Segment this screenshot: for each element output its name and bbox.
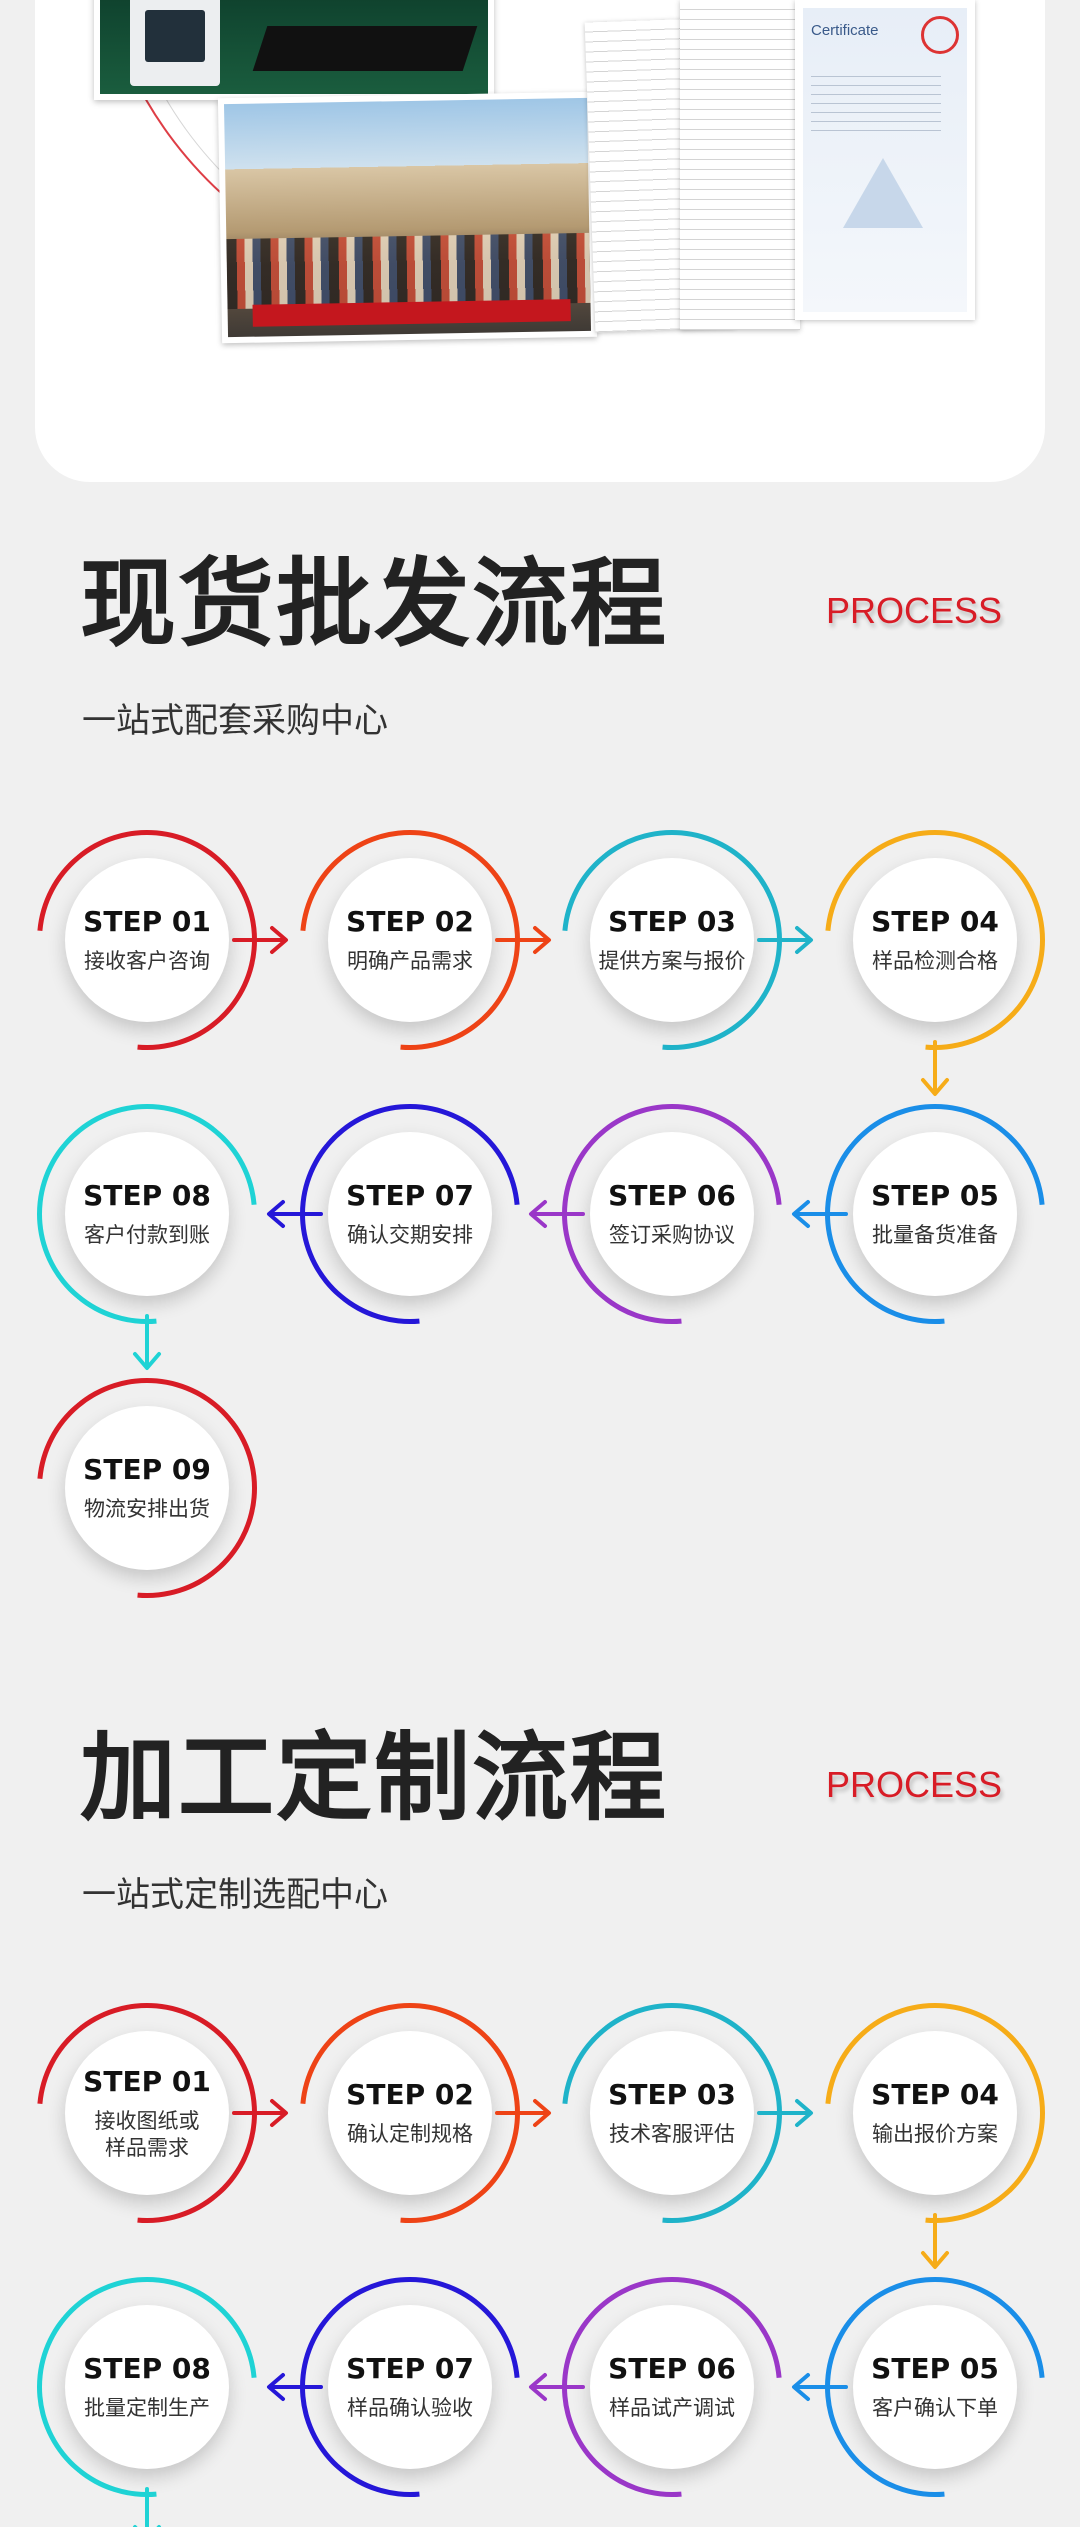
arrow-down-icon bbox=[127, 2487, 167, 2527]
step-number: STEP 01 bbox=[83, 2065, 211, 2099]
step-number: STEP 08 bbox=[83, 2352, 211, 2386]
certificate-logo-icon bbox=[843, 158, 923, 228]
step-label: 确认定制规格 bbox=[347, 2122, 473, 2147]
process-step: STEP 08 客户付款到账 bbox=[0, 1059, 302, 1369]
process-step: STEP 04 样品检测合格 bbox=[780, 785, 1080, 1095]
step-number: STEP 05 bbox=[871, 2352, 999, 2386]
section-title: 现货批发流程 bbox=[80, 548, 668, 660]
certificate-seal-icon bbox=[921, 16, 959, 54]
process-tag: PROCESS bbox=[826, 590, 1003, 631]
step-number: STEP 04 bbox=[871, 2078, 999, 2112]
arrow-right-icon bbox=[757, 920, 817, 960]
step-number: STEP 04 bbox=[871, 905, 999, 939]
step-label: 接收图纸或样品需求 bbox=[94, 2109, 200, 2160]
company-showcase-card: Certificate bbox=[35, 0, 1045, 482]
step-number: STEP 02 bbox=[346, 905, 474, 939]
arrow-right-icon bbox=[232, 920, 292, 960]
step-number: STEP 08 bbox=[83, 1179, 211, 1213]
step-number: STEP 06 bbox=[608, 2352, 736, 2386]
process-step: STEP 02 明确产品需求 bbox=[255, 785, 565, 1095]
arrow-right-icon bbox=[232, 2093, 292, 2133]
process-step: STEP 06 签订采购协议 bbox=[517, 1059, 827, 1369]
process-step: STEP 07 确认交期安排 bbox=[255, 1059, 565, 1369]
step-disc: STEP 07 样品确认验收 bbox=[328, 2305, 492, 2469]
step-disc: STEP 07 确认交期安排 bbox=[328, 1132, 492, 1296]
section-subtitle: 一站式配套采购中心 bbox=[82, 701, 388, 741]
lab-equipment-photo bbox=[94, 0, 494, 100]
section-title: 加工定制流程 bbox=[80, 1722, 668, 1834]
step-label: 技术客服评估 bbox=[609, 2122, 735, 2147]
process-step: STEP 07 样品确认验收 bbox=[255, 2232, 565, 2527]
arrow-right-icon bbox=[495, 920, 555, 960]
iso-certificate: Certificate bbox=[795, 0, 975, 320]
step-label: 客户确认下单 bbox=[872, 2396, 998, 2421]
step-disc: STEP 05 批量备货准备 bbox=[853, 1132, 1017, 1296]
step-label: 样品确认验收 bbox=[347, 2396, 473, 2421]
arrow-down-icon bbox=[915, 2213, 955, 2273]
step-number: STEP 03 bbox=[608, 2078, 736, 2112]
step-disc: STEP 04 输出报价方案 bbox=[853, 2031, 1017, 2195]
step-disc: STEP 09 物流安排出货 bbox=[65, 1406, 229, 1570]
arrow-left-icon bbox=[788, 1194, 848, 1234]
step-number: STEP 03 bbox=[608, 905, 736, 939]
step-number: STEP 01 bbox=[83, 905, 211, 939]
step-disc: STEP 02 确认定制规格 bbox=[328, 2031, 492, 2195]
step-disc: STEP 03 提供方案与报价 bbox=[590, 858, 754, 1022]
process-step: STEP 01 接收客户咨询 bbox=[0, 785, 302, 1095]
arrow-right-icon bbox=[495, 2093, 555, 2133]
section-subtitle: 一站式定制选配中心 bbox=[82, 1875, 388, 1915]
step-label: 客户付款到账 bbox=[84, 1223, 210, 1248]
step-label: 提供方案与报价 bbox=[598, 949, 746, 974]
process-step: STEP 02 确认定制规格 bbox=[255, 1958, 565, 2268]
step-number: STEP 06 bbox=[608, 1179, 736, 1213]
step-label: 明确产品需求 bbox=[347, 949, 473, 974]
team-group-photo bbox=[217, 91, 598, 344]
process-step: STEP 06 样品试产调试 bbox=[517, 2232, 827, 2527]
step-disc: STEP 08 客户付款到账 bbox=[65, 1132, 229, 1296]
arrow-down-icon bbox=[915, 1040, 955, 1100]
step-label: 签订采购协议 bbox=[609, 1223, 735, 1248]
step-label: 物流安排出货 bbox=[84, 1497, 210, 1522]
process-step: STEP 04 输出报价方案 bbox=[780, 1958, 1080, 2268]
document-scan bbox=[680, 0, 800, 330]
step-label: 样品检测合格 bbox=[872, 949, 998, 974]
arrow-down-icon bbox=[127, 1314, 167, 1374]
step-disc: STEP 06 签订采购协议 bbox=[590, 1132, 754, 1296]
process-step: STEP 03 提供方案与报价 bbox=[517, 785, 827, 1095]
step-number: STEP 07 bbox=[346, 1179, 474, 1213]
arrow-right-icon bbox=[757, 2093, 817, 2133]
process-step: STEP 09 物流安排出货 bbox=[0, 1333, 302, 1643]
process-step: STEP 01 接收图纸或样品需求 bbox=[0, 1958, 302, 2268]
step-label: 样品试产调试 bbox=[609, 2396, 735, 2421]
process-step: STEP 08 批量定制生产 bbox=[0, 2232, 302, 2527]
process-step: STEP 05 客户确认下单 bbox=[780, 2232, 1080, 2527]
step-label: 批量定制生产 bbox=[84, 2396, 210, 2421]
step-disc: STEP 01 接收客户咨询 bbox=[65, 858, 229, 1022]
arrow-left-icon bbox=[525, 2367, 585, 2407]
arrow-left-icon bbox=[263, 1194, 323, 1234]
arrow-left-icon bbox=[263, 2367, 323, 2407]
step-number: STEP 02 bbox=[346, 2078, 474, 2112]
step-number: STEP 09 bbox=[83, 1453, 211, 1487]
step-disc: STEP 01 接收图纸或样品需求 bbox=[65, 2031, 229, 2195]
certificate-title: Certificate bbox=[811, 22, 879, 39]
step-label: 接收客户咨询 bbox=[84, 949, 210, 974]
step-disc: STEP 06 样品试产调试 bbox=[590, 2305, 754, 2469]
step-label: 确认交期安排 bbox=[347, 1223, 473, 1248]
step-label: 输出报价方案 bbox=[872, 2122, 998, 2147]
arrow-left-icon bbox=[525, 1194, 585, 1234]
step-disc: STEP 03 技术客服评估 bbox=[590, 2031, 754, 2195]
process-tag: PROCESS bbox=[826, 1764, 1003, 1805]
step-disc: STEP 02 明确产品需求 bbox=[328, 858, 492, 1022]
process-step: STEP 05 批量备货准备 bbox=[780, 1059, 1080, 1369]
step-disc: STEP 08 批量定制生产 bbox=[65, 2305, 229, 2469]
step-label: 批量备货准备 bbox=[872, 1223, 998, 1248]
arrow-left-icon bbox=[788, 2367, 848, 2407]
step-disc: STEP 04 样品检测合格 bbox=[853, 858, 1017, 1022]
step-number: STEP 07 bbox=[346, 2352, 474, 2386]
process-step: STEP 03 技术客服评估 bbox=[517, 1958, 827, 2268]
step-disc: STEP 05 客户确认下单 bbox=[853, 2305, 1017, 2469]
step-number: STEP 05 bbox=[871, 1179, 999, 1213]
